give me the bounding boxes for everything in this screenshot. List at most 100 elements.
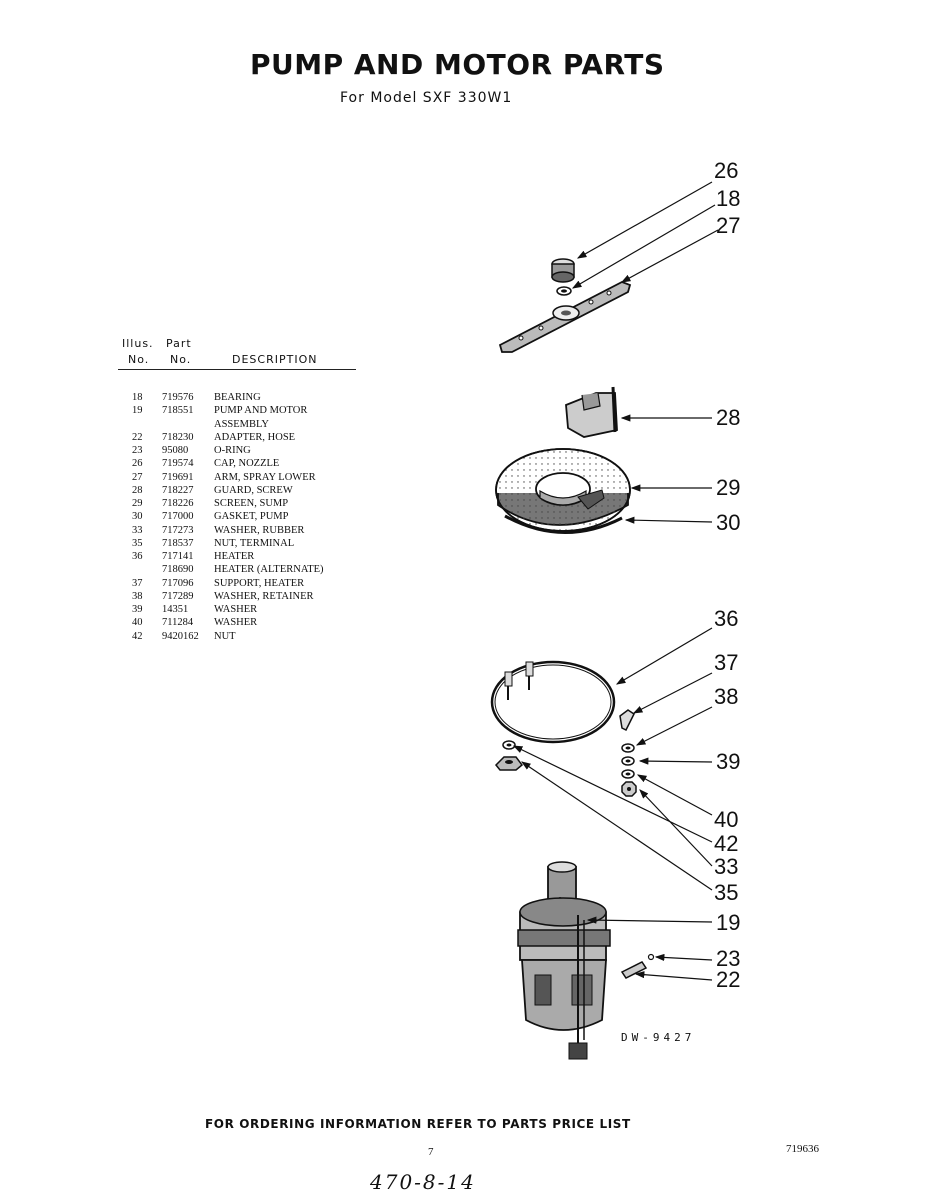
- part-number: 718230: [162, 431, 194, 443]
- page-number: 7: [428, 1146, 434, 1158]
- callout-29: 29: [716, 475, 740, 500]
- illus-number: 40: [132, 617, 143, 629]
- handwritten-note: 470-8-14: [370, 1170, 476, 1194]
- part-header-line2: No.: [170, 353, 192, 366]
- illus-number: 36: [132, 551, 143, 562]
- part-number: 719574: [162, 458, 194, 470]
- part-description: WASHER, RUBBER: [214, 524, 305, 536]
- washer-part-39: [621, 756, 635, 766]
- header-rule: [118, 369, 356, 370]
- part-number: 718551: [162, 405, 194, 417]
- part-number: 14351: [162, 604, 189, 615]
- ordering-note: FOR ORDERING INFORMATION REFER TO PARTS …: [205, 1117, 631, 1131]
- parts-row: 26 719574 CAP, NOZZLE: [132, 457, 324, 470]
- part-description: WASHER: [214, 617, 258, 629]
- part-number: 718537: [162, 537, 194, 549]
- part-description: PUMP AND MOTOR: [214, 405, 308, 417]
- illus-number: 38: [132, 590, 143, 602]
- callout-42: 42: [714, 831, 738, 856]
- nozzle-cap-part-26: [551, 258, 575, 283]
- callout-39: 39: [716, 749, 740, 774]
- part-number: 9420162: [162, 630, 199, 642]
- bearing-part-18: [556, 286, 572, 296]
- parts-row: 39 14351 WASHER: [132, 603, 324, 616]
- callout-19: 19: [716, 910, 740, 935]
- part-number: 717141: [162, 551, 194, 562]
- part-description: GASKET, PUMP: [214, 511, 289, 523]
- part-description: SCREEN, SUMP: [214, 498, 289, 509]
- nut-part-42: [621, 781, 637, 797]
- part-description: HEATER: [214, 551, 255, 562]
- illus-number: 28: [132, 484, 143, 496]
- callout-23: 23: [716, 946, 740, 971]
- part-description: ADAPTER, HOSE: [214, 431, 296, 443]
- illus-number: 26: [132, 458, 143, 470]
- rubber-washer-part-33: [502, 740, 516, 750]
- callout-18: 18: [716, 186, 740, 211]
- drawing-number: DW-9427: [621, 1031, 696, 1044]
- part-description: NUT, TERMINAL: [214, 537, 295, 549]
- parts-row: 35 718537 NUT, TERMINAL: [132, 537, 324, 550]
- terminal-nut-part-35: [494, 756, 524, 771]
- callout-38: 38: [714, 684, 738, 709]
- illus-number: 22: [132, 431, 143, 443]
- parts-row: 37 717096 SUPPORT, HEATER: [132, 577, 324, 590]
- part-description: O-RING: [214, 445, 251, 456]
- illus-number: 42: [132, 630, 143, 642]
- part-description: GUARD, SCREW: [214, 484, 293, 496]
- parts-row: ASSEMBLY: [132, 418, 324, 431]
- part-description: ASSEMBLY: [214, 418, 269, 430]
- illus-number: 37: [132, 577, 143, 589]
- part-number: 717096: [162, 577, 194, 589]
- heater-support-part-37: [619, 709, 635, 732]
- part-description: SUPPORT, HEATER: [214, 577, 305, 589]
- illus-number: 23: [132, 445, 143, 456]
- model-subtitle: For Model SXF 330W1: [340, 90, 513, 106]
- screw-guard-part-28: [565, 386, 618, 438]
- illus-header-line2: No.: [128, 353, 150, 366]
- retainer-washer-part-38: [621, 743, 635, 753]
- part-description: ARM, SPRAY LOWER: [214, 471, 316, 483]
- pump-gasket-part-30: [504, 514, 623, 534]
- spray-arm-part-27: [498, 281, 632, 353]
- illus-number: 33: [132, 524, 143, 536]
- part-description: NUT: [214, 630, 236, 642]
- part-number: 717000: [162, 511, 194, 523]
- description-header: DESCRIPTION: [232, 353, 318, 366]
- callout-37: 37: [714, 650, 738, 675]
- part-description: HEATER (ALTERNATE): [214, 564, 324, 576]
- callout-35: 35: [714, 880, 738, 905]
- illus-number: 29: [132, 498, 143, 509]
- o-ring-part-23: [647, 953, 655, 961]
- callout-22: 22: [716, 967, 740, 992]
- illus-number: 35: [132, 537, 143, 549]
- illus-number: 27: [132, 471, 143, 483]
- hose-adapter-part-22: [620, 961, 648, 979]
- part-number: 719576: [162, 392, 194, 403]
- parts-row: 33 717273 WASHER, RUBBER: [132, 524, 324, 537]
- callout-26: 26: [714, 158, 738, 183]
- part-description: WASHER: [214, 604, 258, 615]
- parts-row: 38 717289 WASHER, RETAINER: [132, 590, 324, 603]
- document-number: 719636: [786, 1143, 819, 1155]
- callout-40: 40: [714, 807, 738, 832]
- part-number: 717289: [162, 590, 194, 602]
- callout-30: 30: [716, 510, 740, 535]
- part-description: CAP, NOZZLE: [214, 458, 280, 470]
- parts-row: 22 718230 ADAPTER, HOSE: [132, 431, 324, 444]
- illus-number: 39: [132, 604, 143, 615]
- part-description: WASHER, RETAINER: [214, 590, 314, 602]
- leader-lines: [512, 181, 719, 981]
- part-number: 717273: [162, 524, 194, 536]
- sump-screen-part-29: [495, 448, 631, 532]
- washer-part-40: [621, 769, 635, 779]
